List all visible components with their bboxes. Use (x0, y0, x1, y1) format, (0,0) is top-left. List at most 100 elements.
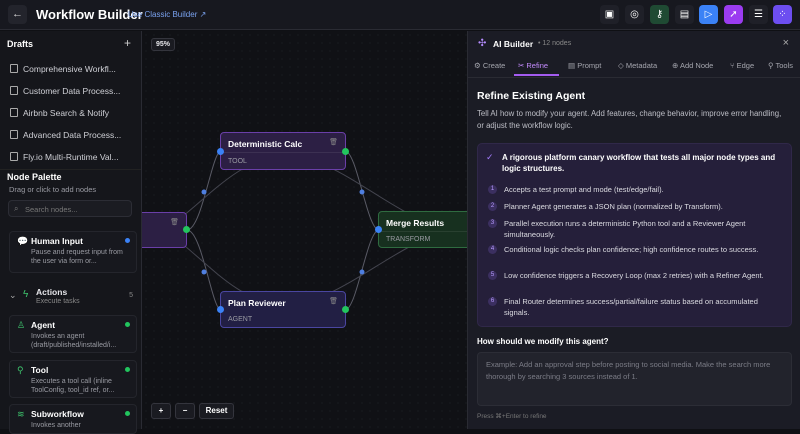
tab-tools[interactable]: ⚲ Tools (768, 61, 793, 70)
reset-button[interactable]: Reset (199, 403, 234, 419)
tab-icon: ⑂ (730, 61, 735, 70)
node-palette-subtitle: Drag or click to add nodes (9, 185, 97, 194)
section-heading: Refine Existing Agent (477, 90, 586, 102)
deploy-button[interactable]: ➚ (724, 5, 743, 24)
step-text: Accepts a test prompt and mode (test/edg… (504, 185, 664, 194)
node-plan-reviewer[interactable]: Plan Reviewer🗑AGENT (220, 291, 346, 328)
document-button[interactable]: ▤ (675, 5, 694, 24)
search-icon: ⌕ (14, 204, 19, 213)
tab-label: Add Node (679, 61, 714, 70)
edge-handle[interactable] (201, 269, 207, 275)
sidebar: Drafts + Comprehensive Workfl...Customer… (0, 31, 142, 434)
workflow-canvas[interactable]: 95% 🗑 Deterministic Calc🗑TOOL Merge Resu… (142, 31, 467, 429)
trash-icon[interactable]: 🗑 (329, 139, 338, 146)
tab-label: Refine (526, 61, 549, 70)
tab-edge[interactable]: ⑂ Edge (730, 61, 754, 70)
lightning-icon: ϟ (23, 289, 29, 300)
step-number: 3 (488, 219, 497, 228)
search-nodes-input[interactable]: ⌕ Search nodes... (8, 200, 132, 217)
output-port[interactable] (342, 148, 349, 155)
run-icon: ▷ (704, 9, 713, 20)
actions-subtitle: Execute tasks (36, 298, 80, 305)
document-icon (10, 86, 18, 95)
node-partial[interactable]: 🗑 (142, 212, 187, 248)
wrench-icon: ⚲ (17, 365, 24, 375)
tab-icon: ▤ (568, 61, 576, 70)
actions-group-header[interactable]: ⌄ ϟ Actions Execute tasks 5 (9, 285, 137, 307)
draft-item[interactable]: Airbnb Search & Notify (10, 108, 109, 118)
tab-add-node[interactable]: ⊕ Add Node (672, 61, 713, 70)
input-port[interactable] (217, 148, 224, 155)
save-button[interactable]: ▣ (600, 5, 619, 24)
output-port[interactable] (342, 306, 349, 313)
save-icon: ▣ (604, 9, 615, 20)
tab-metadata[interactable]: ◇ Metadata (618, 61, 657, 70)
node-type: TRANSFORM (386, 236, 431, 243)
step-item: 1 Accepts a test prompt and mode (test/ed… (488, 184, 778, 195)
top-bar: ← Workflow Builder Use Classic Builder ↗… (0, 0, 800, 30)
node-deterministic-calc[interactable]: Deterministic Calc🗑TOOL (220, 132, 346, 170)
ai-builder-button[interactable]: ⁘ (773, 5, 792, 24)
tab-label: Prompt (577, 61, 602, 70)
tab-create[interactable]: ⚙ Create (474, 61, 505, 70)
step-number: 2 (488, 202, 497, 211)
add-draft-button[interactable]: + (123, 36, 131, 50)
palette-item-title: Tool (31, 365, 49, 375)
input-port[interactable] (375, 226, 382, 233)
keyboard-hint: Press ⌘+Enter to refine (477, 413, 547, 420)
step-text: Final Router determines success/partial/… (504, 297, 758, 317)
tab-label: Metadata (625, 61, 658, 70)
node-title: Merge Results (386, 218, 445, 228)
validate-button[interactable]: ◎ (625, 5, 644, 24)
trash-icon[interactable]: 🗑 (329, 298, 338, 305)
edge-handle[interactable] (359, 189, 365, 195)
draft-label: Customer Data Process... (23, 86, 121, 96)
output-port[interactable] (183, 226, 190, 233)
input-port[interactable] (217, 306, 224, 313)
key-button[interactable]: ⚷ (650, 5, 669, 24)
zoom-out-button[interactable]: − (175, 403, 195, 419)
draft-item[interactable]: Comprehensive Workfl... (10, 64, 116, 74)
trash-icon[interactable]: 🗑 (170, 219, 179, 226)
back-button[interactable]: ← (8, 5, 27, 24)
draft-item[interactable]: Customer Data Process... (10, 86, 120, 96)
search-placeholder: Search nodes... (25, 205, 78, 214)
human-input-icon: 💬 (17, 236, 29, 246)
refine-prompt-textarea[interactable]: Example: Add an approval step before pos… (477, 352, 792, 406)
palette-item-title: Agent (31, 320, 56, 330)
tab-label: Create (482, 61, 506, 70)
palette-item-desc: Pause and request input from the user vi… (31, 249, 123, 265)
tab-prompt[interactable]: ▤ Prompt (568, 61, 601, 70)
document-icon (10, 152, 18, 161)
layers-icon: ≋ (17, 409, 25, 419)
validate-icon: ◎ (630, 9, 639, 20)
settings-icon: ☰ (754, 9, 763, 20)
node-count: • 12 nodes (538, 40, 572, 47)
draft-item[interactable]: Fly.io Multi-Runtime Val... (10, 152, 119, 162)
tab-refine[interactable]: ✂ Refine (518, 61, 548, 70)
edge-handle[interactable] (359, 269, 365, 275)
close-button[interactable]: × (782, 37, 789, 49)
step-number: 1 (488, 185, 497, 194)
use-classic-builder-link[interactable]: Use Classic Builder ↗ (128, 10, 207, 19)
palette-item-title: Subworkflow (31, 409, 84, 419)
run-button[interactable]: ▷ (699, 5, 718, 24)
check-circle-icon: ✓ (486, 152, 494, 162)
tab-label: Tools (775, 61, 793, 70)
status-dot (125, 411, 130, 416)
draft-item[interactable]: Advanced Data Process... (10, 130, 121, 140)
node-type: TOOL (228, 158, 247, 165)
edge-handle[interactable] (201, 189, 207, 195)
deploy-icon: ➚ (729, 9, 738, 20)
zoom-in-button[interactable]: + (151, 403, 171, 419)
ai-builder-panel: ✣ AI Builder • 12 nodes × ⚙ Create✂ Refi… (467, 31, 800, 429)
settings-button[interactable]: ☰ (749, 5, 768, 24)
